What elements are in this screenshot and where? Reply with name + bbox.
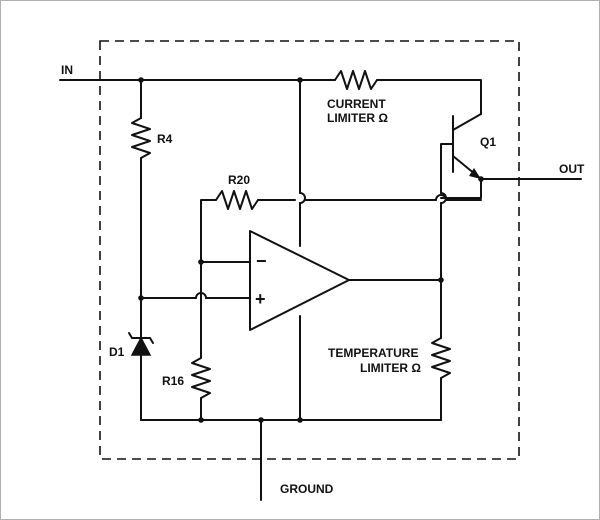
temp-limiter-hop	[440, 192, 447, 204]
rail-junction	[297, 77, 303, 83]
r20-label: R20	[228, 173, 250, 187]
q1-label: Q1	[480, 135, 496, 149]
temperature-limiter-resistor	[431, 337, 451, 379]
output-wire	[440, 178, 482, 199]
current-limiter-label-2: LIMITER Ω	[327, 111, 388, 125]
r20-resistor	[215, 190, 259, 210]
q1-transistor	[440, 113, 482, 189]
ground-label: GROUND	[280, 482, 334, 496]
r4-label: R4	[157, 132, 173, 146]
r16-resistor	[191, 357, 211, 399]
d1-label: D1	[109, 345, 125, 359]
op-amp-minus: −	[256, 251, 267, 271]
op-amp: − +	[249, 230, 350, 331]
temp-limiter-label-1: TEMPERATURE	[328, 346, 418, 360]
out-label: OUT	[559, 162, 585, 176]
d1-zener-diode	[128, 297, 154, 421]
current-limiter-label-1: CURRENT	[327, 97, 386, 111]
current-limiter-to-q1	[376, 79, 482, 115]
temp-limiter-label-2: LIMITER Ω	[360, 361, 421, 375]
r20-feedback-left	[200, 199, 217, 263]
r4-resistor	[131, 117, 151, 159]
op-amp-plus: +	[255, 289, 266, 309]
supply-rail-hop	[299, 192, 306, 204]
current-limiter-resistor	[334, 70, 378, 90]
ground-junction	[258, 417, 264, 423]
regulator-boundary	[99, 40, 520, 460]
output-junction	[478, 176, 484, 182]
r16-label: R16	[162, 374, 184, 388]
in-label: IN	[61, 63, 73, 77]
in-junction	[138, 77, 144, 83]
